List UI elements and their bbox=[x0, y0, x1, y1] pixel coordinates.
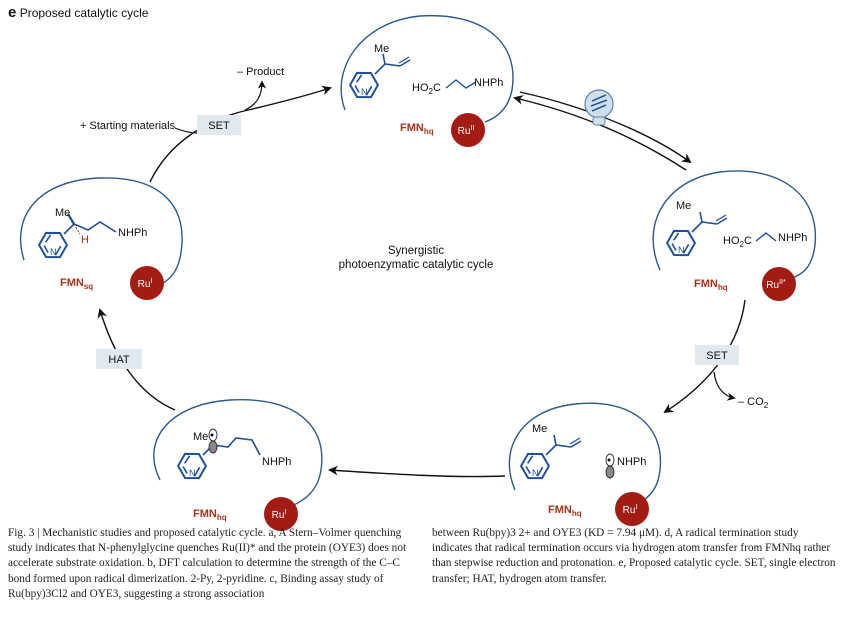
arrow-right-to-top bbox=[513, 95, 687, 171]
arrow-co2-out bbox=[713, 371, 736, 401]
svg-text:N: N bbox=[678, 245, 685, 255]
nhph-label: NHPh bbox=[118, 227, 147, 239]
ru-badge bbox=[451, 113, 485, 147]
me-label: Me bbox=[374, 43, 389, 55]
me-label: Me bbox=[676, 200, 691, 212]
panel-title: Proposed catalytic cycle bbox=[19, 6, 149, 20]
ru-badge bbox=[130, 266, 164, 300]
lightbulb-icon bbox=[584, 89, 614, 126]
arrow-bottomright-to-bottomleft bbox=[328, 465, 506, 478]
ho2c-label: HO2C bbox=[723, 235, 752, 249]
ru-badge bbox=[264, 497, 298, 531]
center-title-line2: photoenzymatic catalytic cycle bbox=[339, 259, 494, 271]
fmn-label: FMNhq bbox=[548, 504, 582, 518]
fmn-label: FMNhq bbox=[694, 278, 728, 292]
ru-badge bbox=[615, 492, 649, 526]
arrow-product-out bbox=[244, 80, 267, 111]
ho2c-label: HO2C bbox=[412, 82, 441, 96]
svg-text:N: N bbox=[532, 468, 539, 478]
ru-label: RuI bbox=[623, 504, 638, 516]
svg-text:N: N bbox=[189, 468, 196, 478]
svg-text:N: N bbox=[50, 247, 57, 257]
arrow-top-to-right bbox=[519, 91, 692, 164]
nhph-label: NHPh bbox=[617, 456, 646, 468]
nhph-label: NHPh bbox=[474, 77, 503, 89]
product-label: – Product bbox=[237, 66, 284, 78]
co2-label: – CO2 bbox=[738, 396, 769, 410]
radical-orbital bbox=[208, 428, 218, 454]
figure-caption-right: between Ru(bpy)3 2+ and OYE3 (KD = 7.94 … bbox=[432, 527, 836, 585]
enzyme-bottom-left: N Me NHPh FMNhq RuI bbox=[153, 399, 323, 531]
starting-materials-label: + Starting materials bbox=[80, 120, 176, 132]
set-top-label: SET bbox=[208, 120, 230, 132]
nhph-label: NHPh bbox=[778, 232, 807, 244]
radical-orbital bbox=[605, 453, 615, 479]
fmn-label: FMNsq bbox=[60, 277, 93, 291]
hat-box bbox=[96, 349, 142, 369]
ru-label: RuII bbox=[458, 125, 475, 137]
hat-label: HAT bbox=[108, 354, 129, 366]
ru-label: RuII* bbox=[766, 279, 786, 291]
panel-heading: e Proposed catalytic cycle bbox=[8, 4, 148, 21]
ru-badge bbox=[762, 267, 796, 301]
me-label: Me bbox=[532, 423, 547, 435]
set-right-box bbox=[695, 345, 739, 365]
fmn-label: FMNhq bbox=[400, 122, 434, 136]
h-label: H bbox=[81, 234, 89, 246]
nhph-label: NHPh bbox=[262, 456, 291, 468]
ru-label: RuI bbox=[138, 278, 153, 290]
arrow-set-to-top bbox=[149, 85, 332, 183]
ru-label: RuI bbox=[272, 509, 287, 521]
figure-caption-left: Fig. 3 | Mechanistic studies and propose… bbox=[8, 527, 407, 600]
enzyme-right: N Me HO2C NHPh FMNhq RuII* bbox=[652, 170, 817, 301]
arrow-bottomleft-to-left bbox=[97, 308, 176, 411]
svg-text:N: N bbox=[361, 87, 368, 97]
set-right-label: SET bbox=[706, 350, 728, 362]
me-label: Me bbox=[55, 207, 70, 219]
enzyme-left: N Me H NHPh FMNsq RuI bbox=[19, 177, 183, 300]
fmn-label: FMNhq bbox=[193, 508, 227, 522]
center-title-line1: Synergistic bbox=[388, 245, 444, 257]
set-top-box bbox=[197, 115, 241, 135]
me-label: Me bbox=[193, 431, 208, 443]
panel-letter: e bbox=[8, 4, 17, 21]
enzyme-top: N Me HO2C NHPh FMNhq RuII bbox=[340, 14, 514, 147]
enzyme-bottom-right: N Me NHPh FMNhq RuI bbox=[508, 402, 662, 526]
